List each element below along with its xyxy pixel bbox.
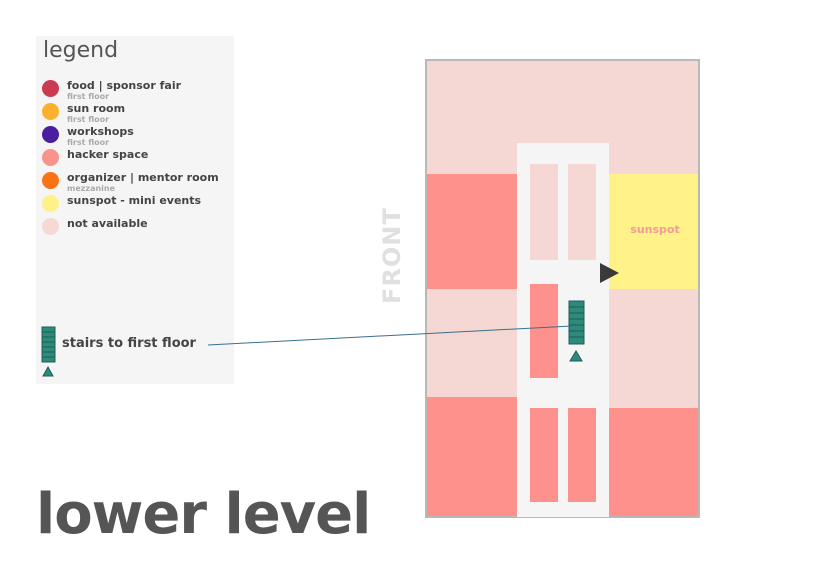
- legend-swatch: [42, 218, 59, 235]
- table-not-available: [530, 164, 558, 260]
- legend-label: organizer | mentor room: [67, 171, 219, 184]
- legend-swatch: [42, 126, 59, 143]
- table-hacker-space: [568, 408, 596, 502]
- legend-sublabel: first floor: [67, 92, 110, 101]
- legend-label: sunspot - mini events: [67, 194, 202, 207]
- hacker-space-room: [609, 408, 698, 516]
- legend-sublabel: first floor: [67, 138, 110, 147]
- stairs-label: stairs to first floor: [62, 336, 196, 351]
- legend-label: sun room: [67, 102, 126, 115]
- table-hacker-space: [530, 408, 558, 502]
- legend-swatch: [42, 172, 59, 189]
- legend-sublabel: first floor: [67, 115, 110, 124]
- legend-label: not available: [67, 217, 148, 230]
- stairs-leader-line: [207, 325, 573, 346]
- legend-swatch: [42, 195, 59, 212]
- sunspot-room: [609, 174, 698, 289]
- legend-panel: legend food | sponsor fair first floor s…: [36, 36, 234, 384]
- front-label: FRONT: [378, 207, 406, 304]
- table-not-available: [568, 164, 596, 260]
- legend-swatch: [42, 149, 59, 166]
- legend-label: hacker space: [67, 148, 149, 161]
- legend-swatch: [42, 80, 59, 97]
- stairs-icon: [41, 326, 56, 377]
- hacker-space-room: [427, 174, 517, 289]
- entrance-arrow-icon: [600, 263, 619, 283]
- legend-label: workshops: [67, 125, 134, 138]
- hacker-space-room: [427, 397, 517, 516]
- legend-sublabel: mezzanine: [67, 184, 116, 193]
- page-title: lower level: [36, 482, 371, 547]
- stairs-icon: [568, 300, 585, 362]
- table-hacker-space: [530, 284, 558, 378]
- legend-swatch: [42, 103, 59, 120]
- sunspot-label: sunspot: [630, 223, 680, 236]
- legend-title: legend: [43, 38, 119, 63]
- legend-label: food | sponsor fair: [67, 79, 182, 92]
